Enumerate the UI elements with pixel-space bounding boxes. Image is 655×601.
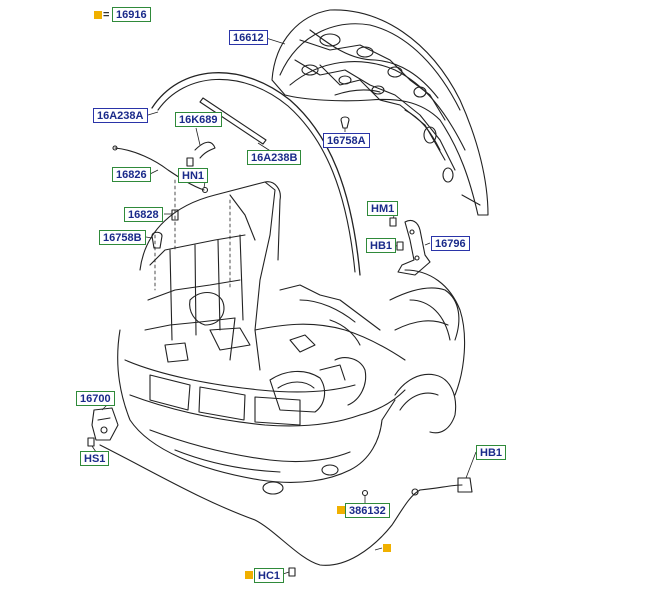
release-cable-upper <box>112 145 209 194</box>
hs1-screw <box>87 437 95 447</box>
part-label-hs1[interactable]: HS1 <box>80 451 110 466</box>
hood-latch <box>91 407 119 441</box>
part-label-16K689[interactable]: 16K689 <box>175 112 222 127</box>
legend-equals: = <box>103 9 110 21</box>
part-label-16796[interactable]: 16796 <box>431 236 470 251</box>
part-label-hc1[interactable]: HC1 <box>254 568 285 583</box>
part-label-hb1-lower[interactable]: HB1 <box>476 445 507 460</box>
hn1-fastener <box>186 157 194 167</box>
hood-seal-side <box>199 97 267 145</box>
part-label-16758B[interactable]: 16758B <box>99 230 146 245</box>
latch-clip <box>171 209 179 221</box>
part-label-16A238A[interactable]: 16A238A <box>93 108 148 123</box>
hood-hinge <box>397 219 431 276</box>
part-label-16612[interactable]: 16612 <box>229 30 268 45</box>
bumper-stop-b <box>151 231 163 249</box>
part-label-16826[interactable]: 16826 <box>112 167 151 182</box>
release-cable-lower <box>99 444 473 577</box>
part-label-16916[interactable]: 16916 <box>112 7 151 22</box>
part-label-386132[interactable]: 386132 <box>345 503 390 518</box>
part-label-16828[interactable]: 16828 <box>124 207 163 222</box>
hinge-bolts <box>389 217 404 251</box>
cable-clip <box>194 141 216 159</box>
bumper-stop-a <box>340 116 350 129</box>
leader-lines <box>91 37 477 576</box>
part-label-16A238B[interactable]: 16A238B <box>247 150 302 165</box>
vehicle-front-structure <box>117 179 466 495</box>
part-label-hn1[interactable]: HN1 <box>178 168 209 183</box>
marker-squares <box>94 11 391 579</box>
part-label-16758A[interactable]: 16758A <box>323 133 370 148</box>
part-label-hm1[interactable]: HM1 <box>367 201 399 216</box>
hood-panel <box>271 9 489 216</box>
hood-seal-front <box>151 72 361 276</box>
part-label-hb1-upper[interactable]: HB1 <box>366 238 397 253</box>
part-label-16700[interactable]: 16700 <box>76 391 115 406</box>
